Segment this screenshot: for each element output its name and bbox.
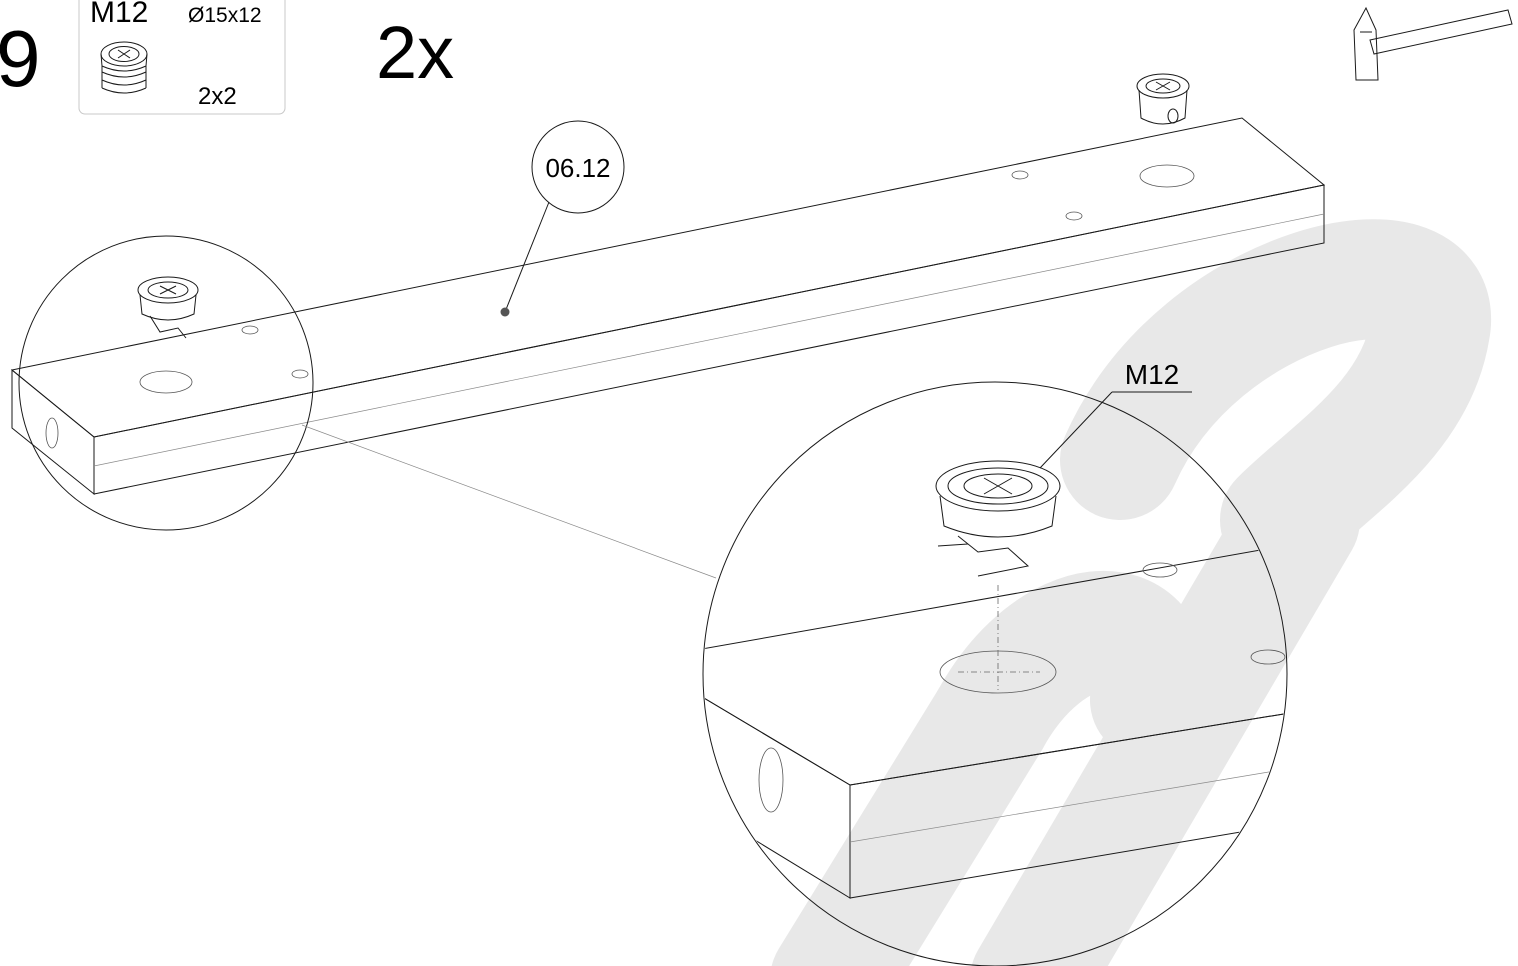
part-code: M12 [90, 0, 148, 29]
step-number: 9 [0, 14, 41, 103]
quantity-label: 2x [376, 11, 454, 94]
detail-connector [301, 424, 717, 579]
detail-circle-large [702, 381, 1288, 966]
detail-circle-small [18, 235, 314, 531]
panel-callout: 06.12 [500, 120, 625, 317]
cam-fitting-left [137, 276, 199, 339]
panel-06-12 [10, 117, 1326, 496]
part-count: 2x2 [198, 83, 237, 110]
watermark-logo [771, 219, 1491, 966]
cam-fitting-large [935, 460, 1061, 577]
cam-fitting-right [1136, 73, 1190, 125]
part-size: Ø15x12 [188, 4, 262, 27]
hardware-callout: M12 [1039, 359, 1192, 469]
panel-callout-label: 06.12 [545, 153, 610, 183]
hardware-callout-label: M12 [1125, 359, 1179, 390]
cam-lock-fitting-icon [100, 41, 148, 94]
part-box [78, 0, 286, 115]
hammer-icon [1353, 6, 1513, 81]
